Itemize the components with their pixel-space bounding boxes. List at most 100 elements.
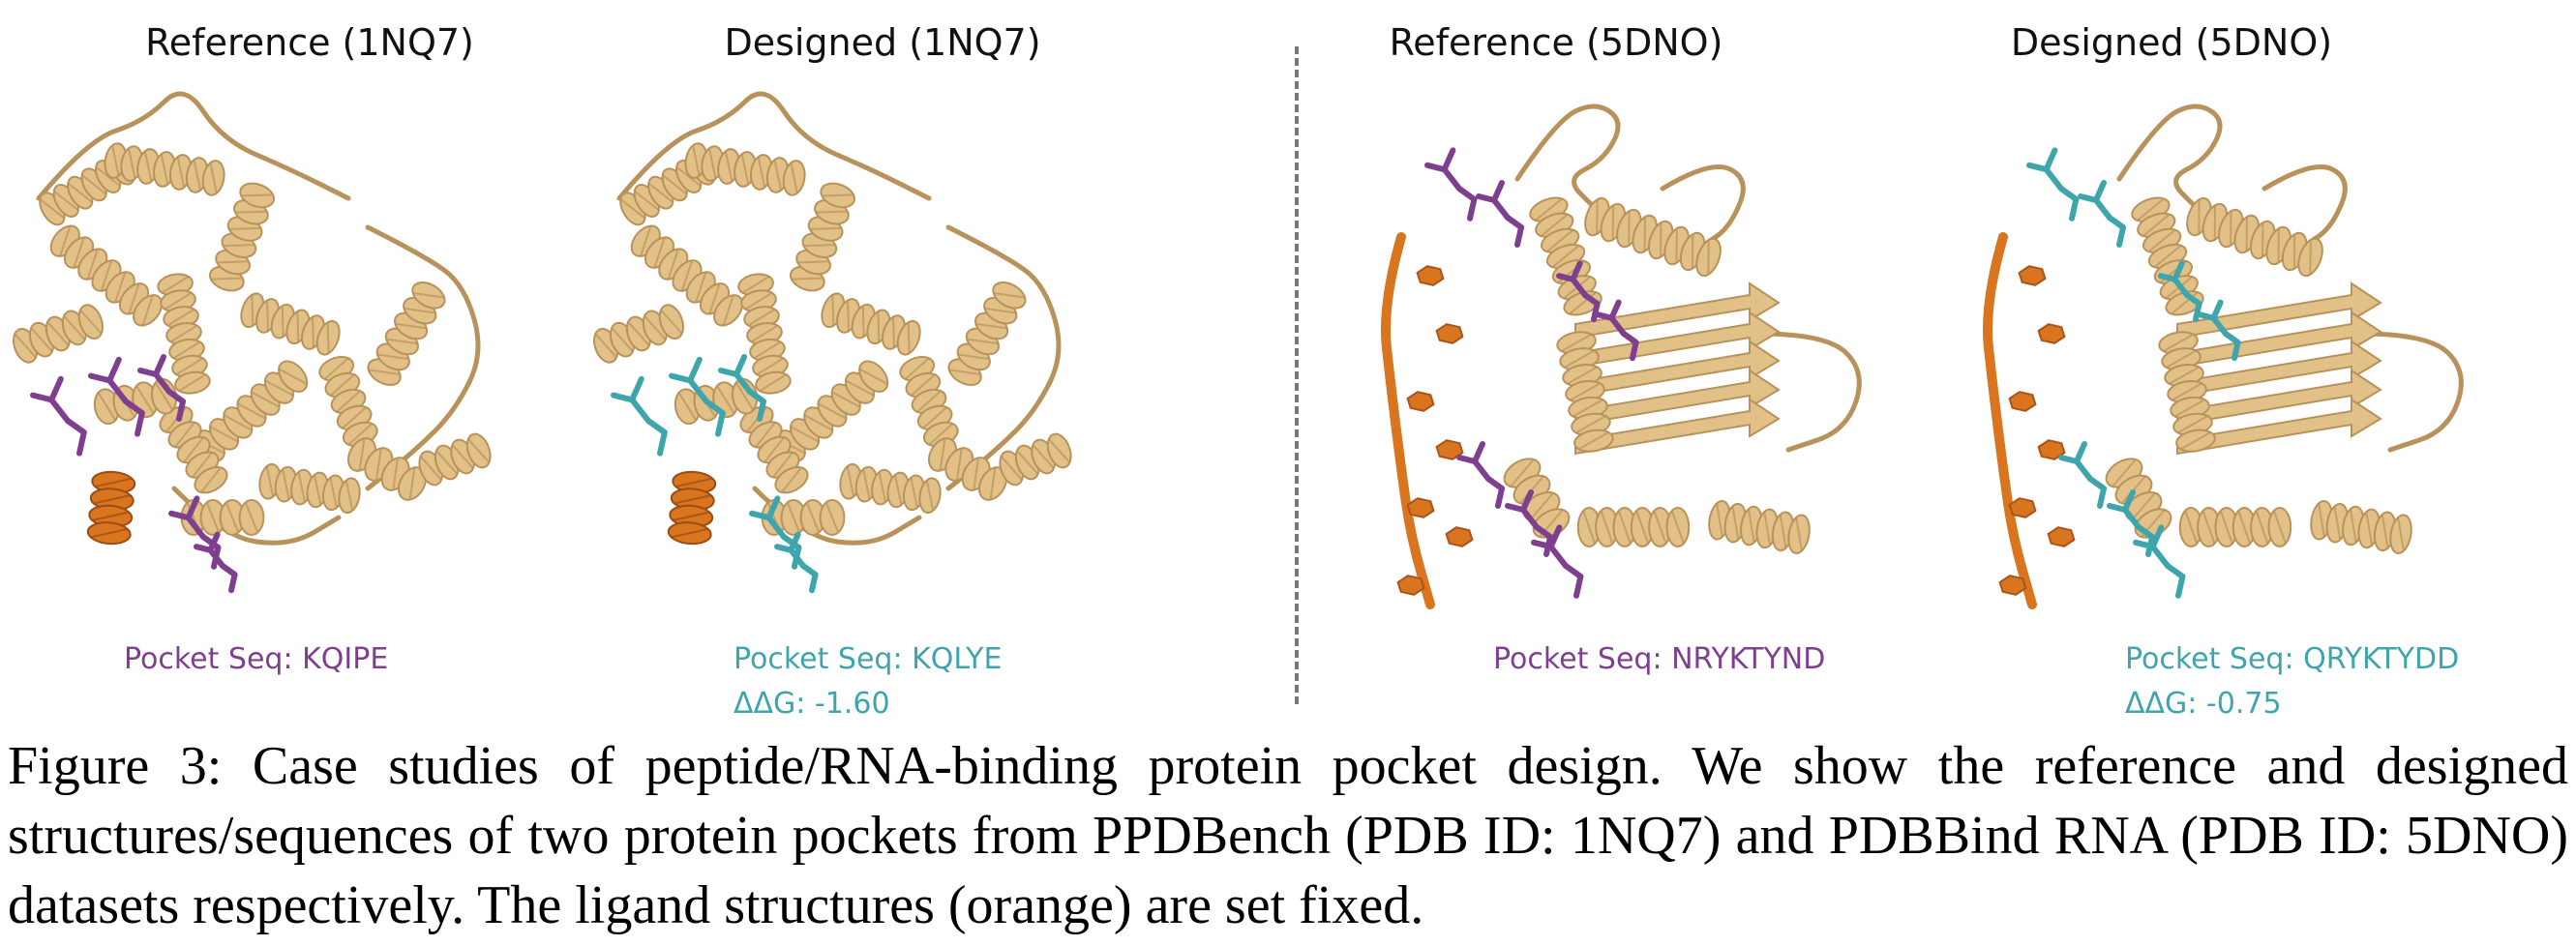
residue-sticks xyxy=(137,354,186,422)
base-ring xyxy=(1435,323,1464,344)
coil-loop xyxy=(2261,164,2348,250)
panel-divider xyxy=(1295,46,1299,704)
helix xyxy=(947,281,1027,387)
helix xyxy=(761,499,846,536)
base-ring xyxy=(2037,439,2066,460)
residue-sticks xyxy=(2078,180,2126,248)
beta-strand xyxy=(1574,281,1781,340)
base-ring xyxy=(1416,265,1445,286)
ddg-value: ΔΔG: -1.60 xyxy=(734,687,890,721)
coil-loop xyxy=(36,91,351,201)
residue-sticks xyxy=(1556,260,1601,323)
helix xyxy=(418,432,492,487)
residue-sticks xyxy=(1456,441,1505,509)
panel-reference-1nq7: Reference (1NQ7) Pocket Seq: KQIPE xyxy=(0,0,619,716)
beta-strand xyxy=(1574,310,1781,369)
base-ring xyxy=(1445,526,1474,547)
residue-sticks xyxy=(774,531,819,594)
protein-structure-5dno-reference xyxy=(1381,103,1862,609)
structure-group xyxy=(1983,103,2464,609)
beta-strand xyxy=(2176,281,2382,340)
coil-loop xyxy=(1660,164,1746,250)
base-ring xyxy=(2018,265,2047,286)
residue-sticks xyxy=(1476,180,1524,248)
helix xyxy=(928,437,1007,501)
helix xyxy=(1584,196,1722,278)
helix xyxy=(737,273,792,395)
protein-structure-5dno-designed xyxy=(1983,103,2464,609)
panel-title: Designed (5DNO) xyxy=(2010,21,2333,64)
residue-sticks xyxy=(2133,524,2186,599)
base-ring xyxy=(2037,323,2066,344)
base-ring xyxy=(1396,575,1425,596)
helix xyxy=(789,182,856,292)
helix xyxy=(318,356,378,447)
residue-sticks xyxy=(88,356,145,437)
helix xyxy=(157,273,211,395)
pocket-sequence: Pocket Seq: QRYKTYDD xyxy=(2125,642,2460,676)
beta-strand xyxy=(2176,310,2382,369)
helix xyxy=(49,224,164,327)
helix xyxy=(1576,507,1691,547)
coil-loop xyxy=(1756,331,1862,453)
residue-sticks xyxy=(611,375,668,457)
helix xyxy=(2310,499,2412,555)
panel-designed-5dno: Designed (5DNO) Pocket Seq: QRYKTYDD ΔΔG… xyxy=(1945,0,2564,721)
helix xyxy=(2158,331,2216,453)
helix xyxy=(593,304,684,364)
pocket-sequence: Pocket Seq: KQLYE xyxy=(734,642,1003,676)
protein-structure-1nq7-reference xyxy=(13,91,492,594)
base-ring xyxy=(2008,391,2037,412)
helix xyxy=(667,470,717,546)
residue-sticks xyxy=(30,375,87,457)
helix xyxy=(86,470,136,546)
figure-caption: Figure 3: Case studies of peptide/RNA-bi… xyxy=(8,736,2568,935)
coil-loop xyxy=(945,224,1062,491)
residue-sticks xyxy=(1595,299,1639,362)
structure-group xyxy=(593,91,1072,594)
helix xyxy=(1556,331,1614,453)
base-ring xyxy=(1435,439,1464,460)
helix xyxy=(93,377,178,426)
coil-loop xyxy=(1514,103,1621,211)
residue-sticks xyxy=(2058,441,2107,509)
coil-loop xyxy=(2116,103,2223,211)
helix xyxy=(899,356,959,447)
residue-sticks xyxy=(718,354,766,422)
base-ring xyxy=(1406,391,1435,412)
residue-sticks xyxy=(1531,524,1584,599)
pocket-sequence: Pocket Seq: KQIPE xyxy=(124,642,389,676)
base-ring xyxy=(1406,497,1435,518)
helix xyxy=(999,432,1072,487)
coil-loop xyxy=(616,91,932,201)
residue-sticks xyxy=(669,356,726,437)
helix xyxy=(13,304,104,364)
residue-sticks xyxy=(194,531,238,594)
helix xyxy=(739,405,809,494)
coil-loop xyxy=(1983,232,2037,609)
protein-structure-1nq7-designed xyxy=(593,91,1072,594)
helix xyxy=(1708,499,1811,555)
structure-group xyxy=(13,91,492,594)
panel-designed-1nq7: Designed (1NQ7) Pocket Seq: KQLYE ΔΔG: -… xyxy=(581,0,1200,721)
helix xyxy=(2178,507,2292,547)
base-ring xyxy=(2047,526,2076,547)
helix xyxy=(240,292,341,356)
helix xyxy=(630,224,744,327)
helix xyxy=(104,142,225,196)
coil-loop xyxy=(1381,232,1435,609)
residue-sticks xyxy=(2026,147,2080,222)
helix xyxy=(839,462,942,515)
panel-title: Designed (1NQ7) xyxy=(724,21,1041,64)
panel-title: Reference (5DNO) xyxy=(1389,21,1723,64)
coil-loop xyxy=(2358,331,2464,453)
helix xyxy=(367,281,446,387)
helix xyxy=(821,292,921,356)
pocket-sequence: Pocket Seq: NRYKTYND xyxy=(1493,642,1826,676)
helix xyxy=(39,151,135,226)
helix xyxy=(208,182,276,292)
residue-sticks xyxy=(2197,299,2241,362)
helix xyxy=(347,437,427,501)
helix xyxy=(258,462,361,515)
panel-title: Reference (1NQ7) xyxy=(145,21,474,64)
